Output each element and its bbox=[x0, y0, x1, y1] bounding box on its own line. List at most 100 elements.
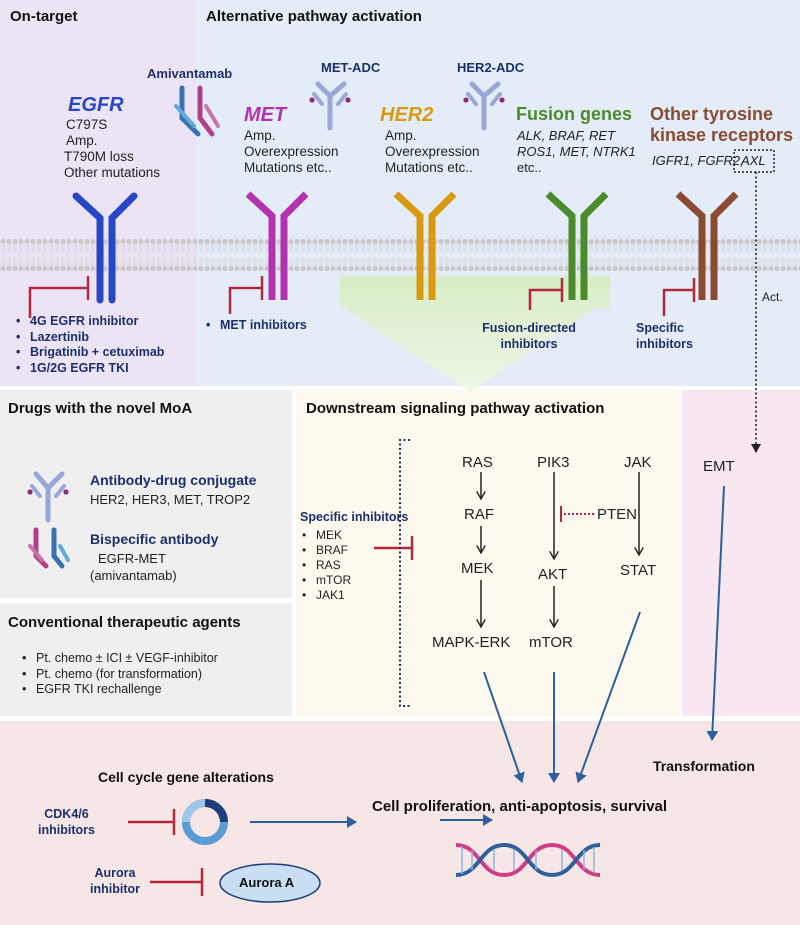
downstream-inhibitor-item: mTOR bbox=[302, 573, 351, 588]
other-rtk-receptor bbox=[675, 191, 739, 300]
fusion-receptor bbox=[545, 191, 609, 300]
specific-inhibitors-label: Specific inhibitors bbox=[636, 320, 693, 352]
met-alt-line: Amp. bbox=[244, 128, 276, 143]
node-mapk-erk: MAPK-ERK bbox=[432, 634, 511, 651]
pathway-bracket bbox=[399, 439, 410, 707]
her2-adc-icon bbox=[463, 81, 505, 131]
amivantamab-label: Amivantamab bbox=[147, 66, 233, 81]
egfr-inhibitor-mark bbox=[28, 276, 90, 318]
downstream-inhibitor-mark bbox=[374, 536, 414, 560]
axl-box bbox=[733, 149, 775, 173]
met-alt-line: Mutations etc.. bbox=[244, 160, 332, 175]
other-rtk-title-1: Other tyrosine bbox=[650, 104, 774, 124]
met-adc-label: MET-ADC bbox=[321, 60, 381, 75]
specific-inhibitors-line: Specific bbox=[636, 321, 684, 335]
her2-alt-line: Mutations etc.. bbox=[385, 160, 473, 175]
bispecific-line-2: (amivantamab) bbox=[90, 568, 177, 583]
met-inhibitor-list: MET inhibitors bbox=[206, 318, 307, 334]
aurora-inhibitor-line: inhibitor bbox=[90, 882, 140, 896]
downstream-inhibitor-item: BRAF bbox=[302, 543, 351, 558]
axl-label: AXL bbox=[741, 153, 766, 168]
node-mek: MEK bbox=[461, 560, 494, 577]
conventional-title: Conventional therapeutic agents bbox=[8, 614, 241, 631]
cdk-inhibitors-line: CDK4/6 bbox=[44, 807, 89, 821]
funnel-arrow bbox=[340, 276, 610, 392]
proliferation-label: Cell proliferation, anti-apoptosis, surv… bbox=[372, 798, 668, 815]
her2-title: HER2 bbox=[380, 104, 434, 126]
conventional-list: Pt. chemo ± ICI ± VEGF-inhibitor Pt. che… bbox=[22, 651, 218, 698]
node-akt: AKT bbox=[538, 566, 568, 583]
conventional-item: Pt. chemo ± ICI ± VEGF-inhibitor bbox=[22, 651, 218, 667]
egfr-drug-item: 1G/2G EGFR TKI bbox=[16, 361, 164, 377]
aurora-inhibitor-line: Aurora bbox=[94, 866, 136, 880]
conventional-item: EGFR TKI rechallenge bbox=[22, 682, 218, 698]
cdk-inhibitor-mark bbox=[128, 809, 176, 835]
emt-panel bbox=[682, 390, 800, 716]
node-jak: JAK bbox=[624, 454, 652, 471]
egfr-drug-item: Lazertinib bbox=[16, 330, 164, 346]
aurora-inhibitor-mark bbox=[150, 868, 204, 896]
egfr-drug-item: 4G EGFR inhibitor bbox=[16, 314, 164, 330]
egfr-alt-line: C797S bbox=[66, 117, 108, 132]
node-raf: RAF bbox=[464, 506, 494, 523]
her2-alt-line: Overexpression bbox=[385, 144, 480, 159]
pten-inhibition bbox=[560, 506, 594, 522]
met-alterations: Amp. Overexpression Mutations etc.. bbox=[244, 128, 339, 176]
met-adc-icon bbox=[309, 81, 351, 131]
cell-cycle-title: Cell cycle gene alterations bbox=[98, 769, 274, 785]
bispecific-line-1: EGFR-MET bbox=[98, 551, 166, 566]
downstream-inhibitor-item: MEK bbox=[302, 528, 351, 543]
her2-alterations: Amp. Overexpression Mutations etc.. bbox=[385, 128, 480, 176]
adc-title: Antibody-drug conjugate bbox=[90, 472, 257, 488]
downstream-inhibitor-list: MEK BRAF RAS mTOR JAK1 bbox=[302, 528, 351, 603]
her2-receptor bbox=[393, 191, 457, 300]
egfr-title: EGFR bbox=[68, 94, 124, 116]
downstream-inhibitor-item: JAK1 bbox=[302, 588, 351, 603]
on-target-title: On-target bbox=[10, 8, 78, 25]
cdk-inhibitors-label: CDK4/6 inhibitors bbox=[38, 806, 95, 838]
cell-cycle-ring-icon bbox=[182, 799, 228, 845]
specific-inhibitor-mark bbox=[662, 278, 696, 316]
downstream-title: Downstream signaling pathway activation bbox=[306, 400, 605, 417]
pathway-arrows bbox=[481, 472, 639, 626]
node-pik3: PIK3 bbox=[537, 454, 570, 471]
met-inhibitors-label: MET inhibitors bbox=[206, 318, 307, 334]
other-rtk-title-2: kinase receptors bbox=[650, 125, 794, 145]
node-ras: RAS bbox=[462, 454, 493, 471]
fusion-inhibitors-label: Fusion-directed inhibitors bbox=[474, 320, 584, 352]
node-stat: STAT bbox=[620, 562, 657, 579]
met-title: MET bbox=[244, 104, 287, 126]
met-alt-line: Overexpression bbox=[244, 144, 339, 159]
fusion-inhibitors-line: Fusion-directed bbox=[482, 321, 576, 335]
egfr-alterations: C797S Amp. T790M loss Other mutations bbox=[64, 117, 161, 181]
cell-membrane bbox=[0, 238, 800, 272]
egfr-alt-line: T790M loss bbox=[64, 149, 134, 164]
specific-inhibitors-line: inhibitors bbox=[636, 337, 693, 351]
amivantamab-icon bbox=[174, 85, 220, 137]
egfr-alt-line: Other mutations bbox=[64, 165, 161, 180]
fusion-genes-list: ALK, BRAF, RET ROS1, MET, NTRK1 etc.. bbox=[517, 128, 636, 176]
aurora-a-label: Aurora A bbox=[239, 875, 295, 890]
egfr-drug-list: 4G EGFR inhibitor Lazertinib Brigatinib … bbox=[16, 314, 164, 377]
met-receptor bbox=[245, 191, 309, 300]
fusion-gene-line: etc.. bbox=[517, 160, 542, 175]
egfr-drug-item: Brigatinib + cetuximab bbox=[16, 345, 164, 361]
proliferation-arrows bbox=[250, 485, 725, 828]
fusion-inhibitor-mark bbox=[528, 278, 564, 310]
aurora-inhibitor-label: Aurora inhibitor bbox=[90, 865, 140, 897]
novel-moa-title: Drugs with the novel MoA bbox=[8, 400, 193, 417]
fusion-gene-line: ALK, BRAF, RET bbox=[517, 128, 616, 143]
transformation-label: Transformation bbox=[653, 758, 755, 774]
specific-inhibitors-title: Specific inhibitors bbox=[300, 510, 409, 524]
adc-icon bbox=[27, 471, 69, 523]
fusion-genes-title: Fusion genes bbox=[516, 104, 633, 124]
conventional-item: Pt. chemo (for transformation) bbox=[22, 667, 218, 683]
her2-adc-label: HER2-ADC bbox=[457, 60, 525, 75]
aurora-a-ellipse bbox=[219, 863, 321, 903]
node-pten: PTEN bbox=[597, 506, 638, 523]
downstream-panel bbox=[296, 390, 680, 716]
adc-targets: HER2, HER3, MET, TROP2 bbox=[90, 492, 251, 507]
egfr-alt-line: Amp. bbox=[66, 133, 98, 148]
